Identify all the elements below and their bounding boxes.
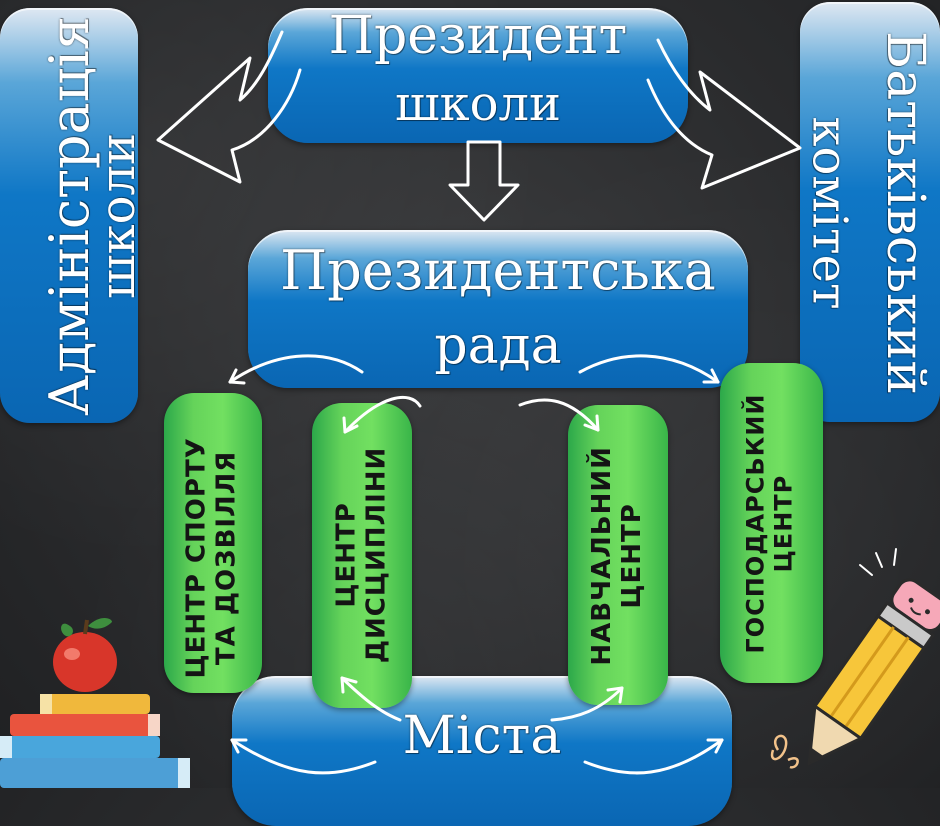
economy-center-box [720,363,823,683]
arrow-council-economy [578,354,720,384]
arrow-head-cities-right [706,738,724,754]
arrow-head-cities-study [606,686,624,704]
admin-box [0,8,138,423]
sport-center-box [164,393,262,693]
arrow-council-discipline [343,395,422,434]
arrows-layer [0,0,940,788]
arrow-head-cities-discipline [340,676,358,694]
arrow-to-admin [156,30,302,184]
arrow-cities-right [583,738,724,775]
arrow-cities-discipline [340,676,402,722]
parents-box [800,2,940,422]
arrow-head-discipline [342,416,359,434]
study-center-box [568,405,668,705]
discipline-center-box [312,403,412,708]
president-line2: школи [394,76,561,132]
books-apple-icon [0,618,190,788]
council-line1: Президентська [280,239,716,302]
arrow-cities-study [550,686,624,722]
arrow-to-council [448,140,520,222]
arrow-head-cities-left [230,738,248,754]
council-line2: рада [434,316,562,376]
pencil-icon [770,548,940,769]
arrow-council-study [518,398,600,432]
arrow-head-economy [702,368,720,384]
arrow-cities-left [230,738,377,775]
president-box [268,8,688,143]
arrow-head-sport [228,368,246,385]
arrow-head-study [583,414,600,432]
arrow-council-sport [228,354,364,384]
president-line1: Президент [328,6,628,66]
council-box [248,230,748,388]
arrow-to-parents [646,38,802,190]
cities-label: Міста [402,706,562,766]
